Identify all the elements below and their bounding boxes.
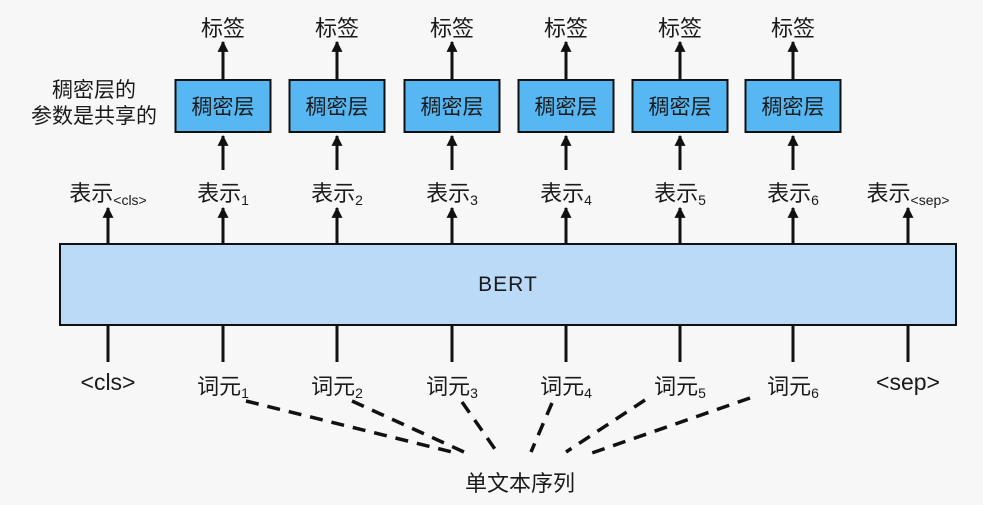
token-label-cls: <cls> xyxy=(80,369,136,395)
token-label-1: 词元1 xyxy=(197,374,249,401)
shared-params-note-line1: 稠密层的 xyxy=(52,79,136,102)
token-to-bert-lines xyxy=(106,326,910,362)
sequence-dashed-lines xyxy=(245,396,751,455)
dense-layer-box-5: 稠密层 xyxy=(631,79,729,133)
dense-to-label-arrows xyxy=(217,40,799,80)
label-top-1: 标签 xyxy=(200,16,246,41)
dense-layer-label: 稠密层 xyxy=(420,96,484,119)
label-top-6: 标签 xyxy=(770,16,816,41)
token-label-5: 词元5 xyxy=(654,374,706,401)
representation-label-5: 表示5 xyxy=(654,181,706,208)
token-label-6: 词元6 xyxy=(767,374,819,401)
dense-layer-box-3: 稠密层 xyxy=(403,79,501,133)
bottom-sequence-label: 单文本序列 xyxy=(464,471,576,496)
representation-label-sep: 表示<sep> xyxy=(866,181,950,208)
bert-to-repr-arrows xyxy=(102,206,914,244)
dense-layer-label: 稠密层 xyxy=(534,96,598,119)
dense-layer-label: 稠密层 xyxy=(648,96,712,119)
dense-layer-box-2: 稠密层 xyxy=(288,79,386,133)
bert-box: BERT xyxy=(59,243,957,326)
representation-label-6: 表示6 xyxy=(767,181,819,208)
representation-label-3: 表示3 xyxy=(426,181,478,208)
label-top-5: 标签 xyxy=(657,16,703,41)
representation-label-4: 表示4 xyxy=(540,181,592,208)
token-label-3: 词元3 xyxy=(426,374,478,401)
shared-params-note-line2: 参数是共享的 xyxy=(31,105,157,128)
dense-layer-label: 稠密层 xyxy=(305,96,369,119)
dense-layer-box-4: 稠密层 xyxy=(517,79,615,133)
representation-label-cls: 表示<cls> xyxy=(69,181,147,208)
dense-layer-box-6: 稠密层 xyxy=(744,79,842,133)
dense-layer-label: 稠密层 xyxy=(191,96,255,119)
shared-params-note: 稠密层的 参数是共享的 xyxy=(13,78,175,130)
token-label-4: 词元4 xyxy=(540,374,592,401)
dense-layer-box-1: 稠密层 xyxy=(174,79,272,133)
representation-label-1: 表示1 xyxy=(197,181,249,208)
bert-label: BERT xyxy=(478,272,538,296)
token-label-2: 词元2 xyxy=(311,374,363,401)
label-top-2: 标签 xyxy=(314,16,360,41)
dense-layer-label: 稠密层 xyxy=(761,96,825,119)
label-top-3: 标签 xyxy=(429,16,475,41)
representation-label-2: 表示2 xyxy=(311,181,363,208)
repr-to-dense-arrows xyxy=(217,134,799,170)
label-top-4: 标签 xyxy=(543,16,589,41)
token-label-sep: <sep> xyxy=(876,369,940,395)
